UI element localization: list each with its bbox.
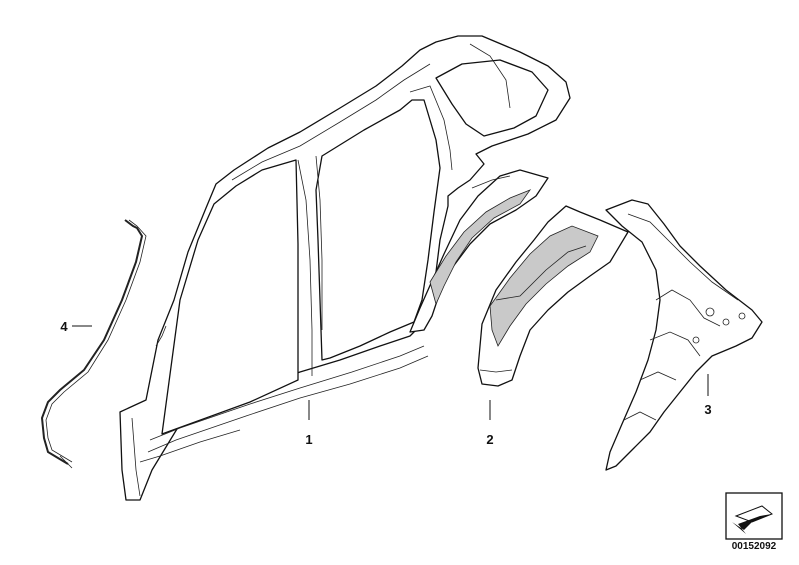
arrow-icon[interactable] — [725, 492, 783, 540]
callout-3: 3 — [704, 402, 711, 417]
part-2-wheel-arch[interactable] — [477, 205, 629, 387]
part-3-rear-panel[interactable] — [605, 199, 763, 471]
part-1-side-frame[interactable] — [119, 35, 571, 501]
callout-4: 4 — [60, 319, 68, 334]
callout-2: 2 — [486, 432, 493, 447]
part-1-rear-arch[interactable] — [409, 169, 549, 333]
catalog-number: 00152092 — [731, 541, 777, 552]
callout-1: 1 — [305, 432, 312, 447]
part-4-cable[interactable] — [40, 219, 147, 469]
